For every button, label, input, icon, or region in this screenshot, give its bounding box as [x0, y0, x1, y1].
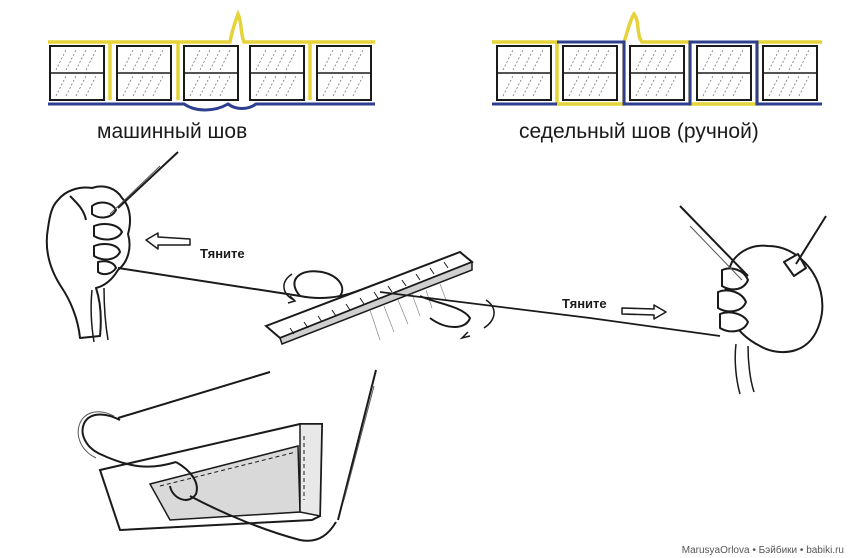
machine-stitch-diagram [48, 9, 375, 112]
hand-right-icon [717, 244, 824, 354]
saddle-thread-blue [492, 40, 822, 106]
pull-label-right: Тяните [562, 296, 607, 311]
machine-stitch-caption: машинный шов [97, 120, 248, 143]
hand-left-icon [45, 185, 131, 339]
saddle-stitch-caption: седельный шов (ручной) [519, 120, 759, 143]
rotation-arrow-icon [283, 273, 495, 340]
leather-strip [264, 250, 474, 345]
pull-arrow-icon [145, 232, 667, 320]
saddle-stitch-diagram [492, 10, 822, 106]
needle-icon [117, 151, 179, 209]
top-thread [48, 9, 375, 100]
corner-detail [77, 369, 377, 542]
image-credit: MarusyaOrlova • Бэйбики • babiki.ru [681, 545, 844, 556]
bottom-thread [48, 102, 375, 112]
pull-label-left: Тяните [200, 246, 245, 261]
